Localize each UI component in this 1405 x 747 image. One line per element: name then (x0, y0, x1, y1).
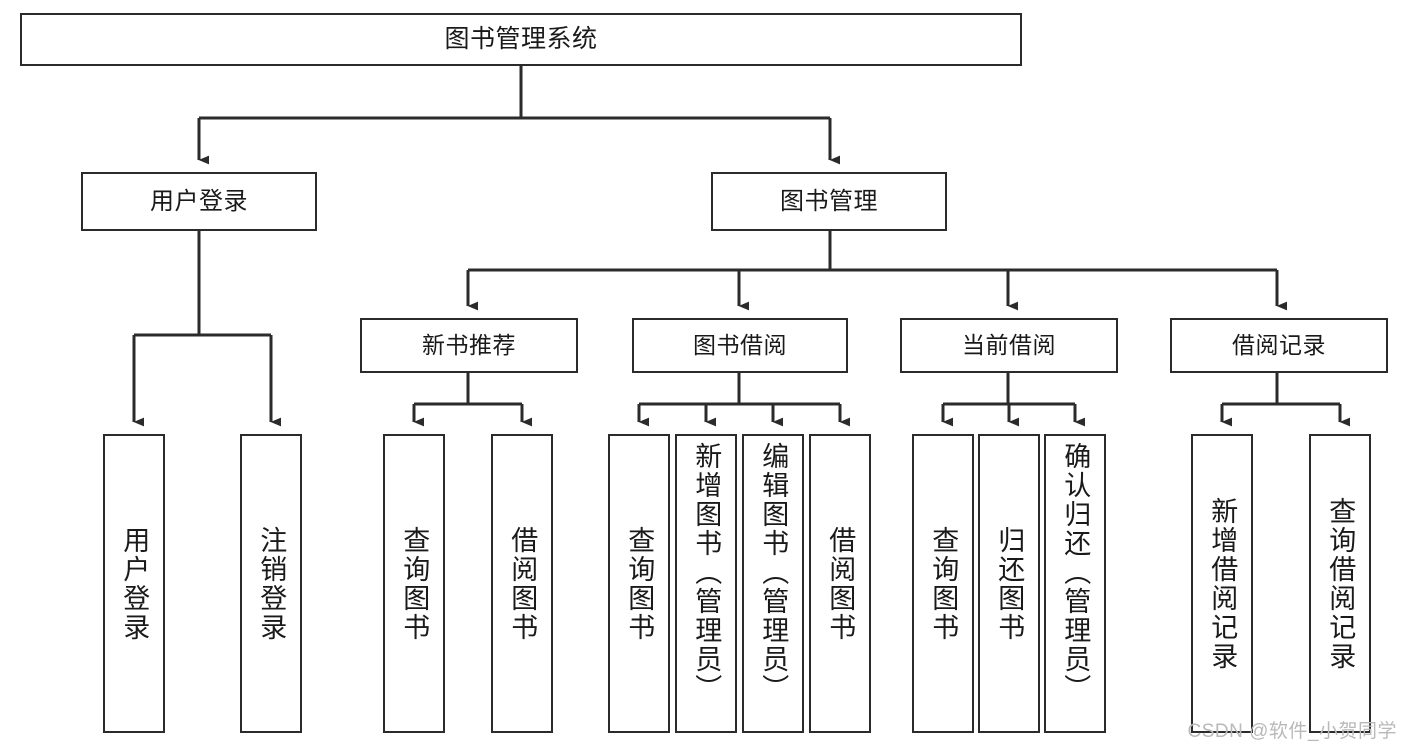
leaf-return-book[interactable]: 归还图书 (978, 434, 1040, 733)
node-borrow-record[interactable]: 借阅记录 (1170, 318, 1388, 373)
leaf-label: 新增借阅记录 (1207, 496, 1238, 671)
leaf-query-book-borrow[interactable]: 查询图书 (608, 434, 670, 733)
leaf-edit-book-admin[interactable]: 编辑图书（管理员） (742, 434, 804, 733)
leaf-add-book-admin[interactable]: 新增图书（管理员） (675, 434, 737, 733)
node-label: 借阅记录 (1232, 332, 1326, 359)
leaf-label: 查询图书 (928, 525, 959, 642)
leaf-label: 确认归还（管理员） (1060, 442, 1091, 703)
node-label: 用户登录 (150, 187, 248, 215)
leaf-user-login[interactable]: 用户登录 (103, 434, 165, 733)
node-book-borrow[interactable]: 图书借阅 (632, 318, 848, 373)
node-root-book-management-system[interactable]: 图书管理系统 (20, 13, 1022, 66)
leaf-label: 借阅图书 (825, 525, 856, 642)
leaf-label: 查询图书 (624, 525, 655, 642)
node-new-book-recommend[interactable]: 新书推荐 (360, 318, 578, 373)
node-label: 当前借阅 (962, 332, 1056, 359)
leaf-borrow-book[interactable]: 借阅图书 (809, 434, 871, 733)
node-label: 图书管理系统 (444, 25, 598, 53)
leaf-label: 编辑图书（管理员） (758, 442, 789, 703)
leaf-add-borrow-record[interactable]: 新增借阅记录 (1191, 434, 1253, 733)
csdn-watermark: CSDN @软件_小贺同学 (1187, 721, 1397, 742)
leaf-label: 注销登录 (256, 525, 287, 642)
leaf-label: 借阅图书 (507, 525, 538, 642)
node-label: 图书借阅 (693, 332, 787, 359)
leaf-query-book-recommend[interactable]: 查询图书 (383, 434, 445, 733)
leaf-label: 用户登录 (119, 525, 150, 642)
leaf-query-book-current[interactable]: 查询图书 (912, 434, 974, 733)
leaf-label: 归还图书 (994, 525, 1025, 642)
node-user-login[interactable]: 用户登录 (81, 172, 317, 231)
node-book-management[interactable]: 图书管理 (711, 172, 947, 231)
leaf-label: 查询借阅记录 (1325, 496, 1356, 671)
leaf-label: 新增图书（管理员） (691, 442, 722, 703)
node-label: 新书推荐 (422, 332, 516, 359)
leaf-confirm-return-admin[interactable]: 确认归还（管理员） (1044, 434, 1106, 733)
leaf-label: 查询图书 (399, 525, 430, 642)
leaf-logout[interactable]: 注销登录 (240, 434, 302, 733)
leaf-borrow-book-recommend[interactable]: 借阅图书 (491, 434, 553, 733)
leaf-query-borrow-record[interactable]: 查询借阅记录 (1309, 434, 1371, 733)
node-label: 图书管理 (780, 187, 878, 215)
node-current-borrow[interactable]: 当前借阅 (900, 318, 1118, 373)
